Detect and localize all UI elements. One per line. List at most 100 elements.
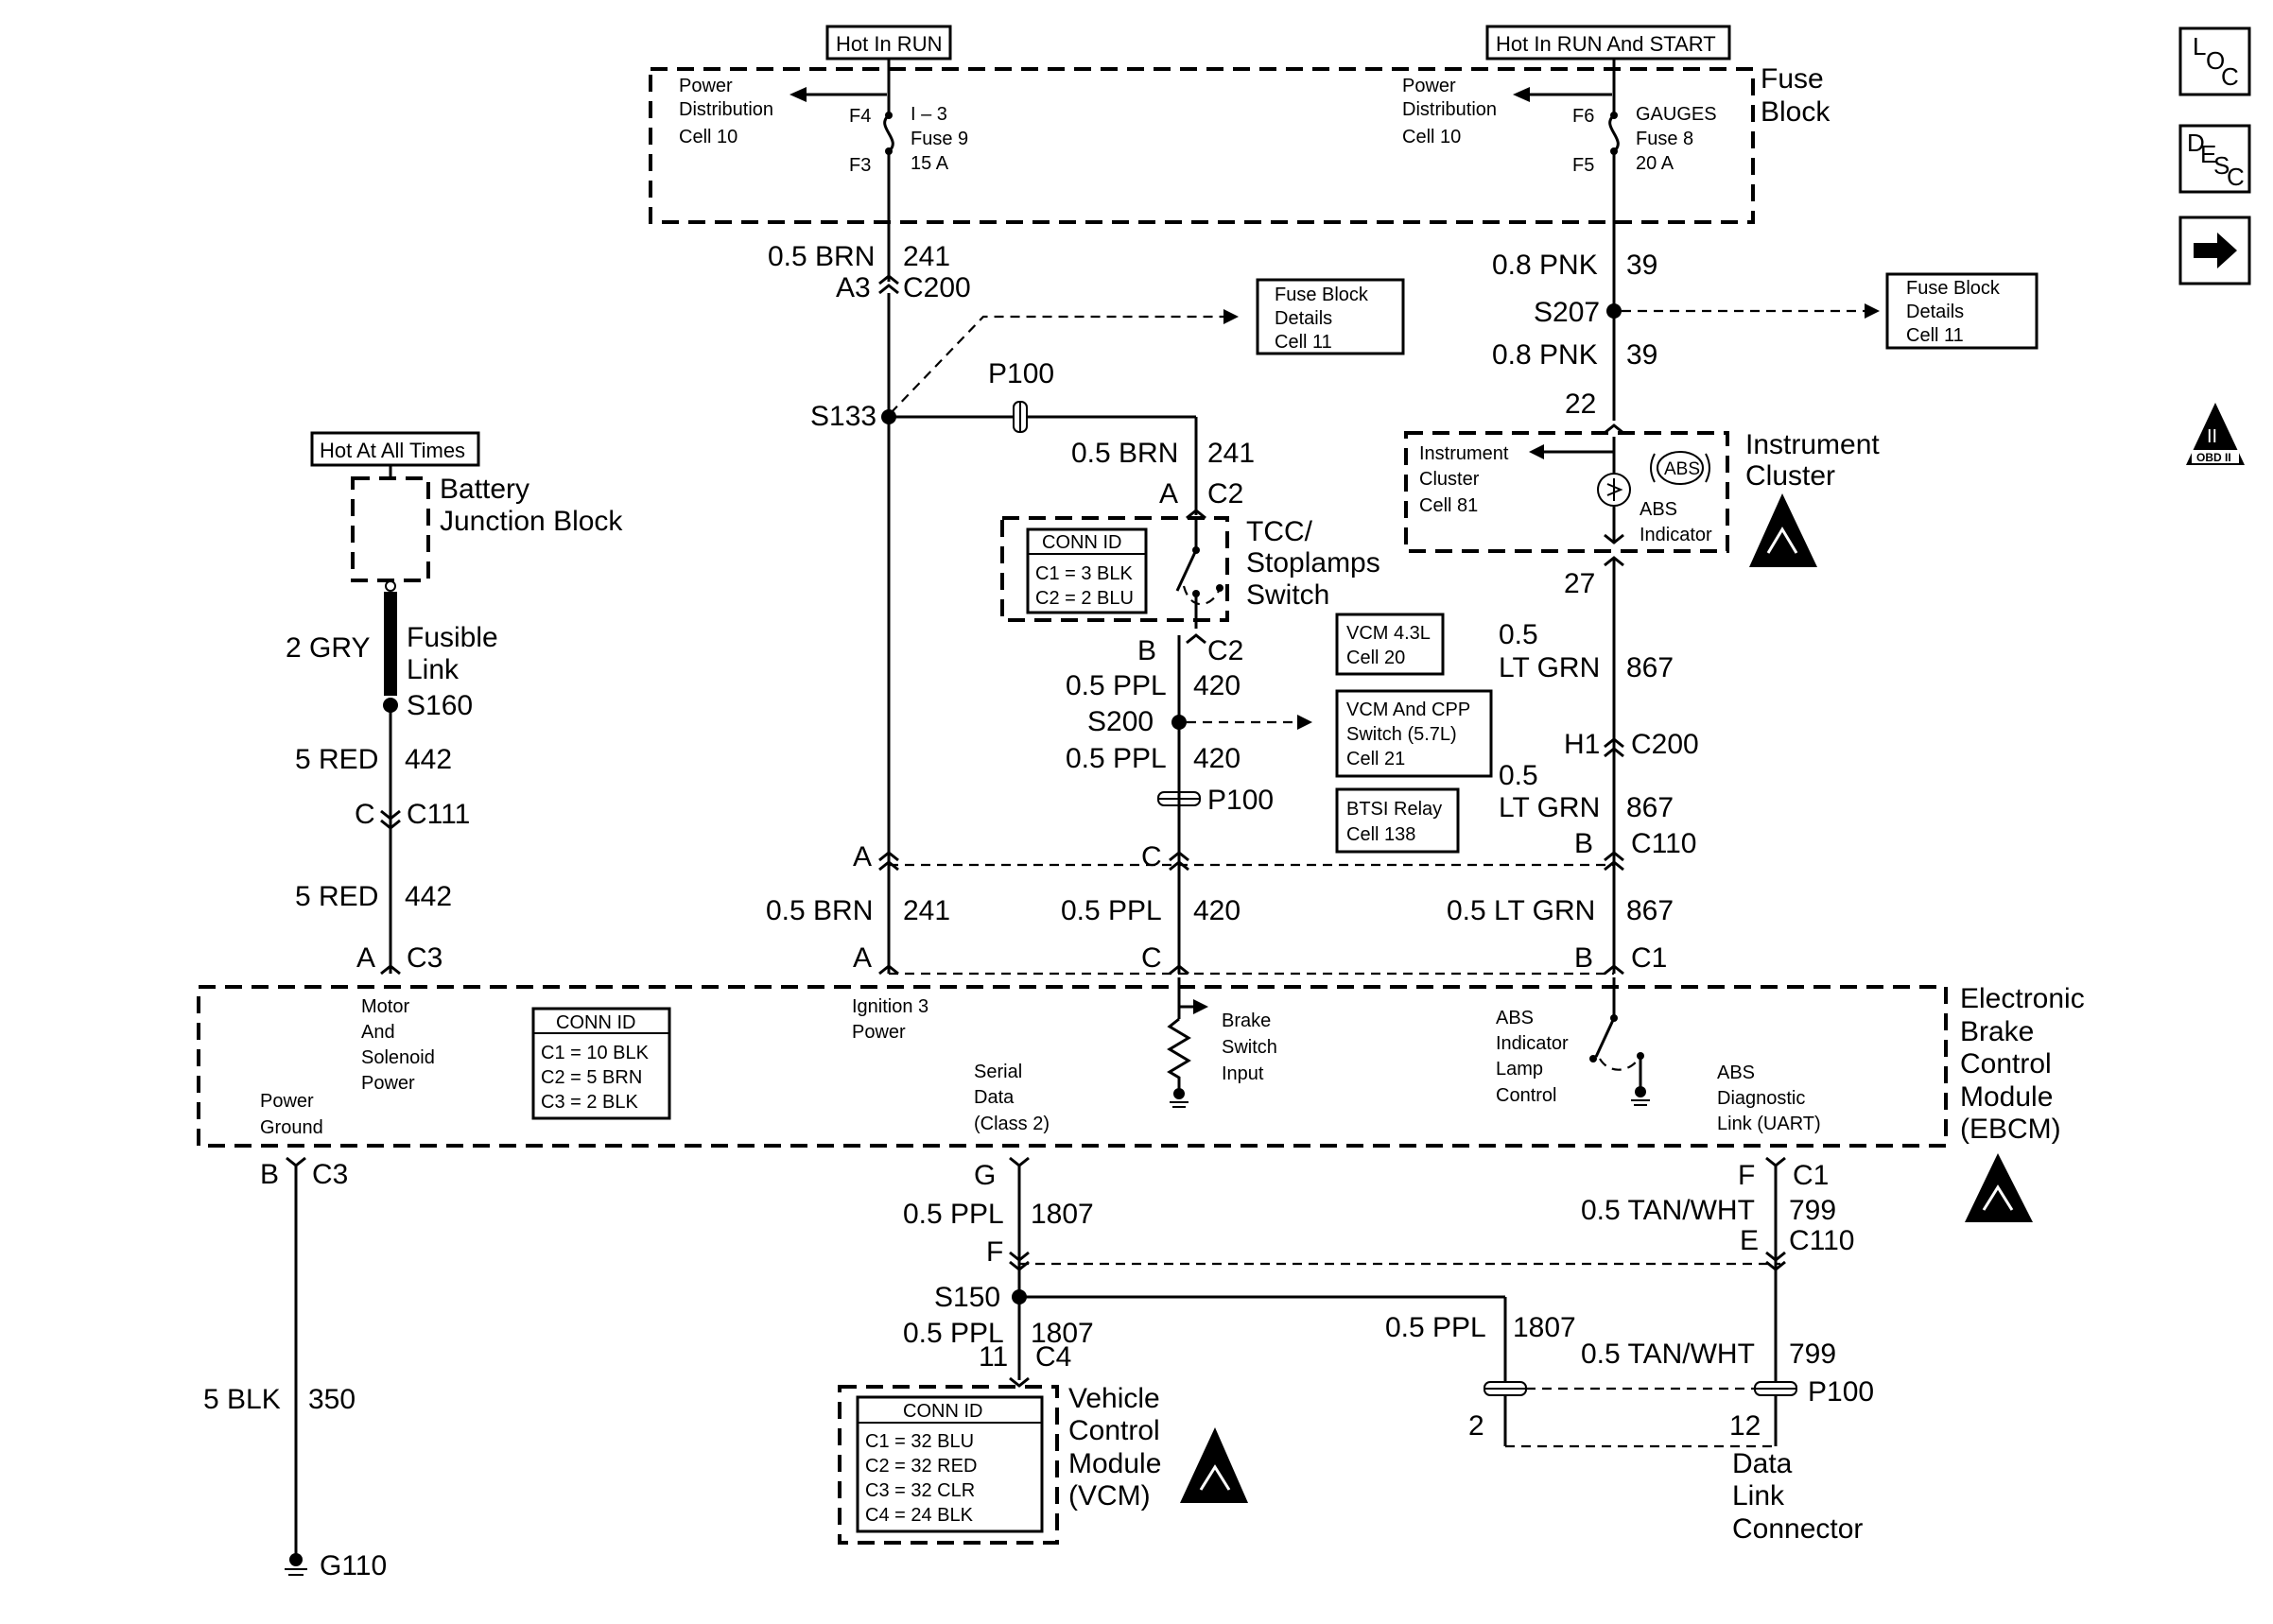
tcc-label-1: TCC/ xyxy=(1246,516,1313,547)
circuit-867-2: 867 xyxy=(1626,792,1674,823)
ebcm-serial-2: Data xyxy=(974,1087,1015,1108)
svg-text:C: C xyxy=(2227,163,2245,191)
conn-a-tcc: A xyxy=(1159,478,1178,510)
vcm-43l-2: Cell 20 xyxy=(1346,648,1405,668)
brake-input-arrow xyxy=(1193,999,1208,1014)
wire-ppl-serial-1: 0.5 PPL xyxy=(903,1199,1004,1230)
abs-badge-text: ABS xyxy=(1664,459,1700,479)
circuit-799-1: 799 xyxy=(1789,1195,1836,1226)
label-s207: S207 xyxy=(1534,297,1600,328)
abs-lamp-1: ABS xyxy=(1496,1008,1534,1028)
ebcm-outline xyxy=(197,985,1948,1148)
label-s160: S160 xyxy=(407,690,473,721)
label-c1-bottom: C1 xyxy=(1793,1160,1829,1191)
circuit-420-1: 420 xyxy=(1193,670,1241,701)
pd-right-2: Distribution xyxy=(1402,99,1497,120)
fusible-wire: 2 GRY xyxy=(286,632,371,664)
ebcm-conn-row-1: C1 = 10 BLK xyxy=(541,1043,650,1063)
circuit-867-1: 867 xyxy=(1626,652,1674,683)
vcm-conn-row-1: C1 = 32 BLU xyxy=(865,1431,974,1452)
wire-ltgrn-b-1: 0.5 xyxy=(1499,760,1538,791)
brake-switch-resistor xyxy=(1167,1017,1191,1089)
circuit-1807-dlc: 1807 xyxy=(1513,1312,1576,1343)
abs-badge-icon xyxy=(1657,451,1704,485)
fuse-right-symbol xyxy=(1608,113,1620,153)
pd-right-1: Power xyxy=(1402,76,1456,96)
ebcm-motor-4: Power xyxy=(361,1073,415,1094)
next-arrow-button[interactable] xyxy=(2178,216,2251,285)
tcc-conn-title: CONN ID xyxy=(1042,532,1121,553)
circuit-241-top: 241 xyxy=(903,241,950,272)
cluster-label-2: Cluster xyxy=(1745,460,1835,492)
label-p100-dlc: P100 xyxy=(1808,1376,1874,1408)
label-p100-mid: P100 xyxy=(1207,785,1274,816)
wire-ppl-serial-2: 0.5 PPL xyxy=(903,1318,1004,1349)
splice-s207 xyxy=(1606,303,1622,319)
label-g110: G110 xyxy=(320,1550,387,1581)
pd-left-2: Distribution xyxy=(679,99,773,120)
loc-button[interactable]: L O C xyxy=(2178,26,2251,96)
fuse-details-left-1: Fuse Block xyxy=(1275,285,1369,305)
ground-icon-brake xyxy=(1170,1088,1189,1108)
fuse-details-left-3: Cell 11 xyxy=(1275,332,1332,353)
conn-h1: H1 xyxy=(1564,729,1600,760)
fuse-block-outline xyxy=(649,67,1755,224)
vcm-cpp-1: VCM And CPP xyxy=(1346,700,1470,720)
instrument-cluster-outline xyxy=(1404,431,1729,553)
fuse-details-left-box xyxy=(1256,278,1405,355)
brake-switch-2: Switch xyxy=(1222,1037,1277,1058)
esd-warning-icon-ebcm xyxy=(1965,1153,2033,1222)
pin-f5: F5 xyxy=(1572,155,1594,176)
fusible-label-1: Fusible xyxy=(407,622,498,653)
wire-blk: 5 BLK xyxy=(203,1384,281,1415)
ebcm-ign-2: Power xyxy=(852,1022,906,1043)
btsi-2: Cell 138 xyxy=(1346,824,1415,845)
cluster-pin-22-symbol xyxy=(1604,423,1624,435)
fuse-left-1: I – 3 xyxy=(911,104,947,125)
hot-at-all-times-box xyxy=(310,431,480,467)
arrow-right-icon xyxy=(2194,233,2237,268)
vcm-conn-row-3: C3 = 32 CLR xyxy=(865,1480,975,1501)
conn-a-c110: A xyxy=(853,841,872,872)
ebcm-serial-3: (Class 2) xyxy=(974,1114,1050,1134)
wire-ltgrn-a-1: 0.5 xyxy=(1499,619,1538,650)
pin-f6: F6 xyxy=(1572,106,1594,127)
wire-ltgrn-low: 0.5 LT GRN xyxy=(1447,895,1595,926)
abs-lamp-4: Control xyxy=(1496,1085,1556,1106)
wire-red-2: 5 RED xyxy=(295,881,378,912)
circuit-799-2: 799 xyxy=(1789,1339,1836,1370)
ebcm-ign-1: Ignition 3 xyxy=(852,996,928,1017)
hot-at-all-times-label: Hot At All Times xyxy=(320,439,465,462)
svg-text:L: L xyxy=(2193,32,2206,60)
wire-pnk-2: 0.8 PNK xyxy=(1492,339,1598,371)
tcc-pin-a-symbol xyxy=(1186,509,1206,520)
btsi-ref-box xyxy=(1335,787,1460,854)
wire-ppl-1: 0.5 PPL xyxy=(1066,670,1167,701)
esd-warning-icon xyxy=(1749,493,1817,567)
fuse-details-right-2: Details xyxy=(1906,302,1964,322)
desc-button[interactable]: D E S C xyxy=(2178,124,2251,194)
tcc-switch-outline xyxy=(1000,516,1229,622)
abs-label-2: Indicator xyxy=(1640,525,1712,545)
ebcm-conn-id-box xyxy=(531,1007,671,1120)
fuse-details-right-box xyxy=(1885,272,2039,350)
ground-icon-g110 xyxy=(285,1553,307,1576)
wire-brn-top: 0.5 BRN xyxy=(768,241,875,272)
wire-ltgrn-a-2: LT GRN xyxy=(1499,652,1600,683)
fuse-right-2: Fuse 8 xyxy=(1636,129,1693,149)
vcm-label-4: (VCM) xyxy=(1068,1480,1151,1512)
pin-2: 2 xyxy=(1468,1410,1484,1442)
tcc-pin-b-symbol xyxy=(1186,633,1206,645)
vcm-conn-row-2: C2 = 32 RED xyxy=(865,1456,977,1477)
splice-s200 xyxy=(1171,715,1187,730)
conn-c2-tcc-top: C2 xyxy=(1207,478,1243,510)
dlc-label-1: Data xyxy=(1732,1448,1793,1479)
pin-27: 27 xyxy=(1564,568,1595,599)
vcm-label-3: Module xyxy=(1068,1448,1161,1479)
vcm-outline xyxy=(838,1385,1059,1545)
fuse-left-symbol xyxy=(883,113,894,153)
wire-brn-low: 0.5 BRN xyxy=(766,895,873,926)
vcm-conn-id-box xyxy=(856,1395,1044,1533)
fuse-block-label-1: Fuse xyxy=(1761,63,1824,95)
